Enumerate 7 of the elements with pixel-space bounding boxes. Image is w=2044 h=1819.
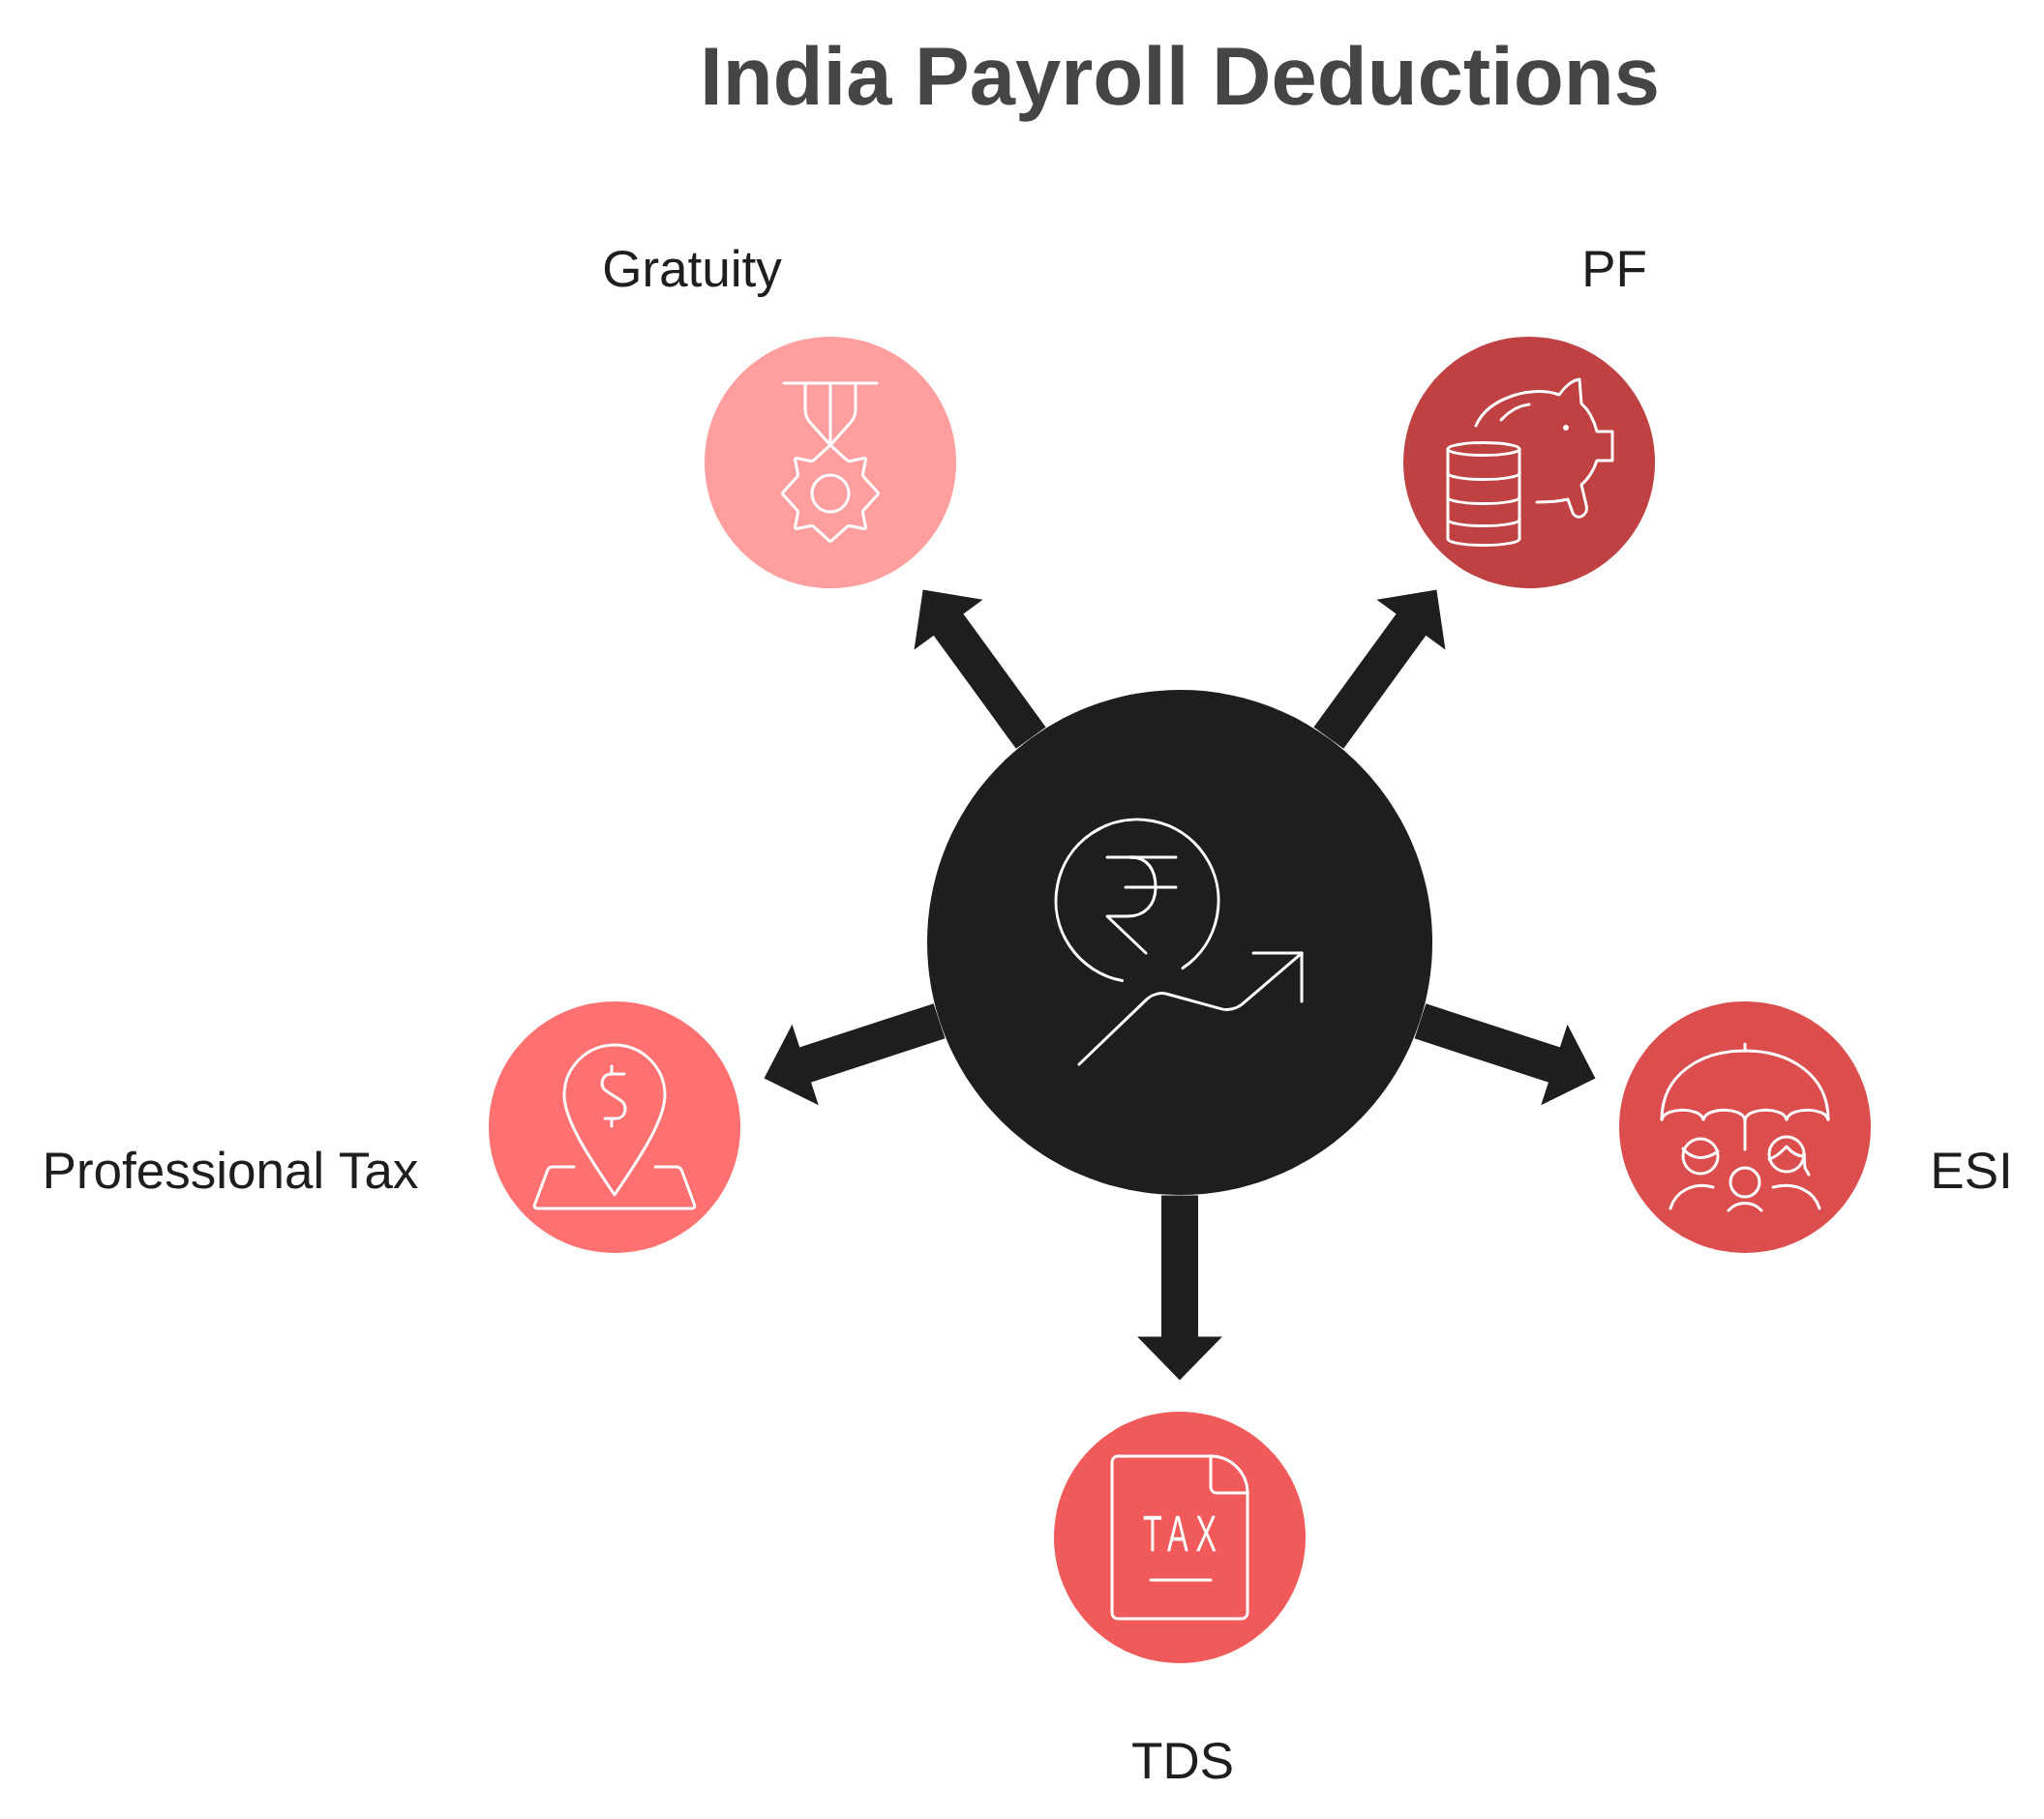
category-label: ESI: [1934, 1152, 2008, 1189]
category-label: Professional Tax: [45, 1150, 418, 1189]
title: India Payroll Deductions: [705, 45, 1657, 122]
icon-text: TAX: [1143, 1515, 1217, 1552]
category-label: TDS: [1132, 1743, 1232, 1779]
category-label: Gratuity: [604, 249, 782, 297]
category-label: PF: [1585, 251, 1645, 286]
